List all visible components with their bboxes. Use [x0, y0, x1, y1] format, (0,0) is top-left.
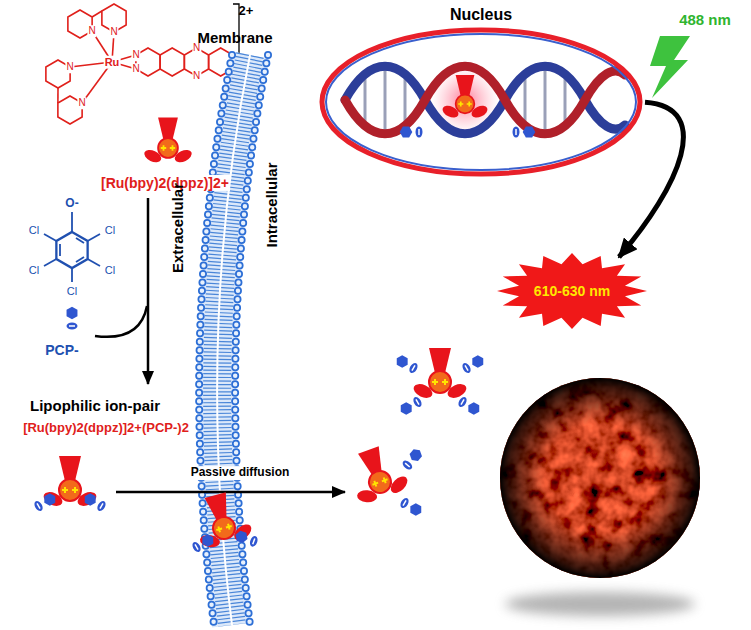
emission-label: 610-630 nm [534, 283, 610, 299]
dissociating-ions [341, 440, 424, 517]
atom-label: Ru [104, 56, 121, 69]
charge-label: 2+ [239, 4, 254, 19]
pcp-structure [44, 212, 100, 282]
compound-label: [Ru(bpy)2(dppz)]2+ [100, 175, 230, 191]
cell-shadow [505, 592, 695, 616]
ion-pair-in-membrane [188, 488, 259, 554]
atom-label: N [109, 26, 118, 38]
anion-icon [67, 307, 78, 330]
lightning-bolt [650, 36, 690, 98]
region-label: Intracellular [263, 162, 280, 247]
emission-starburst: 610-630 nm [497, 253, 647, 329]
atom-label: Cl [104, 264, 116, 277]
wavelength-label: 488 nm [679, 11, 731, 28]
atom-label: N [131, 63, 140, 75]
merge-curve [95, 306, 147, 337]
atom-label: Cl [104, 224, 116, 237]
section-label: Lipophilic ion-pair [30, 397, 160, 414]
atom-label: Cl [66, 285, 78, 298]
atom-label: Cl [28, 224, 40, 237]
membrane-label: Membrane [197, 29, 272, 46]
compound-label: [Ru(bpy)2(dppz)]2+(PCP-)2 [22, 421, 190, 436]
arrow-label: Passive diffusion [190, 466, 291, 480]
cell-image [500, 378, 700, 578]
region-label: Extracellular [169, 183, 186, 273]
cation-icon [142, 117, 193, 164]
ion-pair-icon [33, 456, 107, 513]
atom-label: O- [64, 197, 79, 211]
ellipse-outline [318, 26, 644, 178]
atom-label: Cl [28, 264, 40, 277]
free-ions [394, 348, 486, 416]
atom-label: N [65, 61, 74, 73]
nucleus-ellipse: Nucleus [318, 6, 644, 178]
atom-label: N [87, 25, 96, 37]
ru-complex-structure [46, 4, 233, 124]
flow-arrow [147, 198, 150, 384]
atom-label: N [192, 70, 201, 82]
atom-label: N [131, 49, 140, 61]
diffusion-arrow [116, 491, 345, 494]
dna-helix [345, 66, 625, 138]
node-label: Nucleus [318, 6, 644, 24]
compound-label: PCP- [45, 342, 78, 358]
atom-label: N [77, 97, 86, 109]
